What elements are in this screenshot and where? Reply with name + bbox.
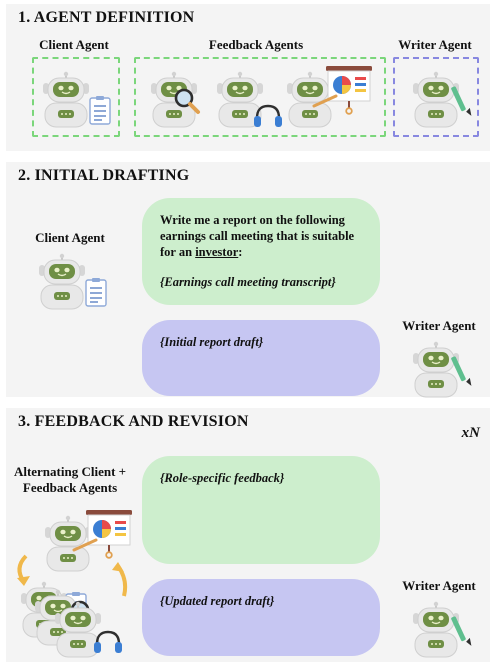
prompt-line: for an investor:	[160, 244, 362, 260]
writer-robot-pen-icon	[412, 70, 474, 128]
section-title: 2. INITIAL DRAFTING	[18, 167, 190, 184]
agent-definition-panel: 1. AGENT DEFINITION Client Agent Feedbac…	[6, 4, 490, 151]
prompt-colon: :	[238, 245, 243, 259]
alternating-agents-icon	[17, 508, 134, 658]
feedback-robot-presentation-icon	[286, 64, 374, 128]
writer-robot-pen-icon	[412, 600, 474, 658]
repeat-count: xN	[461, 425, 480, 441]
writer-agent-label: Writer Agent	[402, 578, 476, 593]
prompt-line: earnings call meeting that is suitable	[160, 229, 355, 243]
feedback-agents-label: Feedback Agents	[208, 37, 304, 52]
initial-drafting-panel: 2. INITIAL DRAFTING Client Agent Write m…	[6, 162, 490, 398]
prompt-text: for an	[160, 245, 196, 259]
alternating-line: Feedback Agents	[22, 480, 118, 495]
client-agent-box	[32, 57, 120, 137]
initial-draft-text: {Initial report draft}	[160, 335, 264, 349]
feedback-text: {Role-specific feedback}	[160, 471, 285, 485]
feedback-robot-headphones-icon	[216, 70, 284, 129]
client-agent-label: Client Agent	[39, 37, 109, 52]
request-message-bubble: Write me a report on the following earni…	[142, 198, 380, 305]
client-robot-icon	[42, 70, 111, 128]
section-title: 1. AGENT DEFINITION	[18, 9, 195, 26]
writer-agent-box	[393, 57, 479, 137]
writer-agent-label: Writer Agent	[398, 37, 472, 52]
updated-draft-bubble: {Updated report draft}	[142, 579, 380, 656]
feedback-agents-box	[134, 57, 386, 137]
prompt-line: Write me a report on the following	[160, 213, 345, 227]
section-title: 3. FEEDBACK AND REVISION	[18, 413, 249, 430]
client-agent-label: Client Agent	[35, 230, 105, 245]
writer-robot-pen-icon	[412, 340, 474, 398]
alternating-agents-label: Alternating Client + Feedback Agents	[6, 464, 134, 496]
audience-keyword: investor	[195, 245, 239, 259]
updated-draft-text: {Updated report draft}	[160, 594, 275, 608]
feedback-message-bubble: {Role-specific feedback}	[142, 456, 380, 564]
draft-message-bubble: {Initial report draft}	[142, 320, 380, 396]
transcript-placeholder: {Earnings call meeting transcript}	[160, 275, 336, 289]
writer-agent-label: Writer Agent	[402, 318, 476, 333]
alternating-line: Alternating Client +	[13, 464, 127, 479]
client-robot-icon	[38, 252, 107, 310]
feedback-robot-magnifier-icon	[150, 70, 200, 128]
feedback-revision-panel: 3. FEEDBACK AND REVISION xN Alternating …	[6, 408, 490, 662]
